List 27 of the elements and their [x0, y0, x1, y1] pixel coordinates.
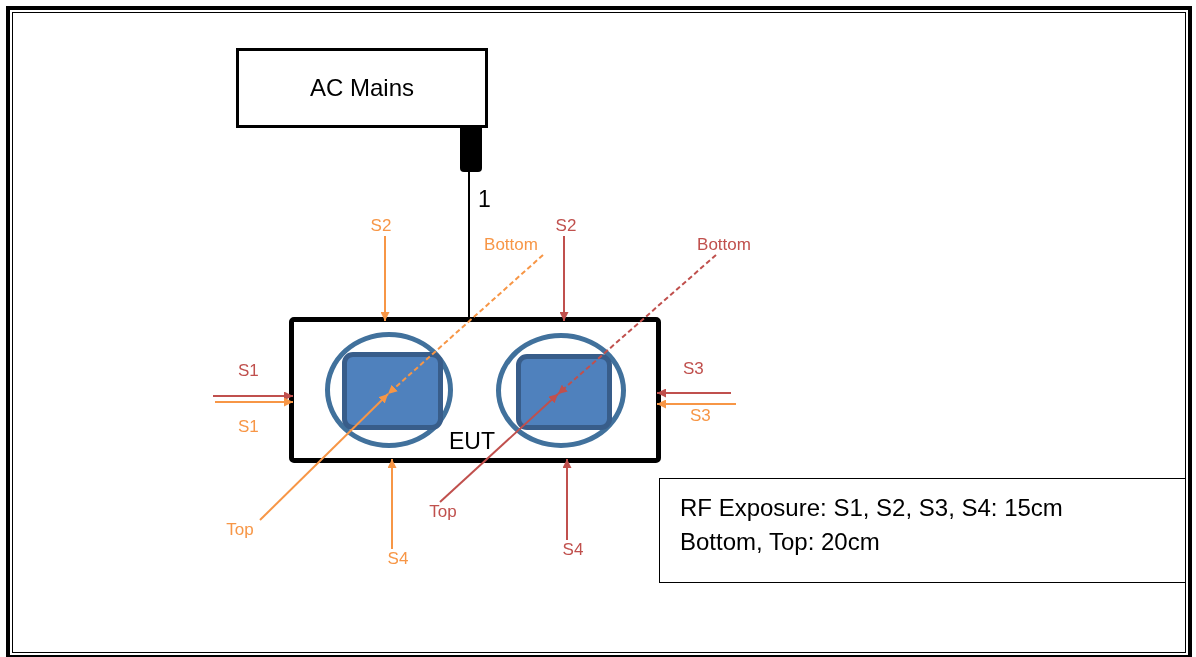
note-box [659, 478, 1186, 583]
antenna-block [516, 354, 612, 430]
power-source-box: AC Mains [236, 48, 488, 128]
device-label: EUT [449, 428, 495, 455]
side-label: S4 [383, 549, 413, 569]
arrow [259, 393, 389, 521]
edge-label: S3 [683, 359, 704, 379]
antenna-ellipse [496, 333, 626, 448]
edge-label: 1 [478, 186, 491, 213]
side-label: Top [423, 502, 463, 522]
arrow [557, 254, 717, 395]
side-label: S2 [366, 216, 396, 236]
edge-label: S1 [238, 361, 259, 381]
arrow [439, 393, 559, 503]
side-label: Bottom [688, 235, 760, 255]
antenna-block [342, 352, 443, 430]
arrow [387, 254, 544, 395]
edge-label: S1 [238, 417, 259, 437]
side-label: Top [220, 520, 260, 540]
edge-label: S3 [690, 406, 711, 426]
antenna-ellipse [325, 332, 453, 448]
side-label: S2 [551, 216, 581, 236]
side-label: Bottom [476, 235, 546, 255]
note-text: Bottom, Top: 20cm [680, 527, 881, 557]
note-text: RF Exposure: S1, S2, S3, S4: 15cm [680, 493, 1064, 523]
device-box [289, 317, 661, 463]
side-label: S4 [558, 540, 588, 560]
